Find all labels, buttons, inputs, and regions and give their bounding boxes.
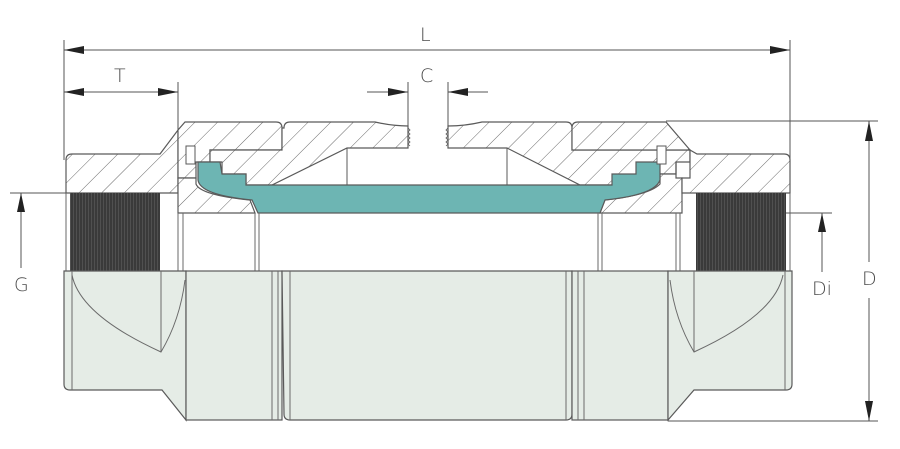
left-clip — [185, 145, 196, 165]
dimension-label-G: G — [14, 274, 29, 296]
right-thread — [696, 193, 786, 271]
dimension-label-T: T — [112, 65, 128, 87]
right-nut-section — [571, 121, 692, 214]
left-thread — [70, 193, 160, 271]
exterior-view — [63, 270, 793, 422]
dimension-label-C: C — [418, 65, 436, 87]
bore-lines — [65, 193, 791, 271]
exterior-detail-lines — [71, 271, 786, 420]
dimension-label-Di: Di — [812, 278, 832, 300]
dimension-label-D: D — [862, 268, 877, 290]
dimension-label-L: L — [418, 24, 433, 46]
seal-diaphragm — [197, 161, 661, 214]
dimension-lines — [10, 40, 878, 422]
right-end-section — [681, 148, 791, 194]
left-end-section — [65, 128, 179, 194]
center-body-section — [209, 121, 691, 186]
right-clip — [656, 145, 667, 165]
